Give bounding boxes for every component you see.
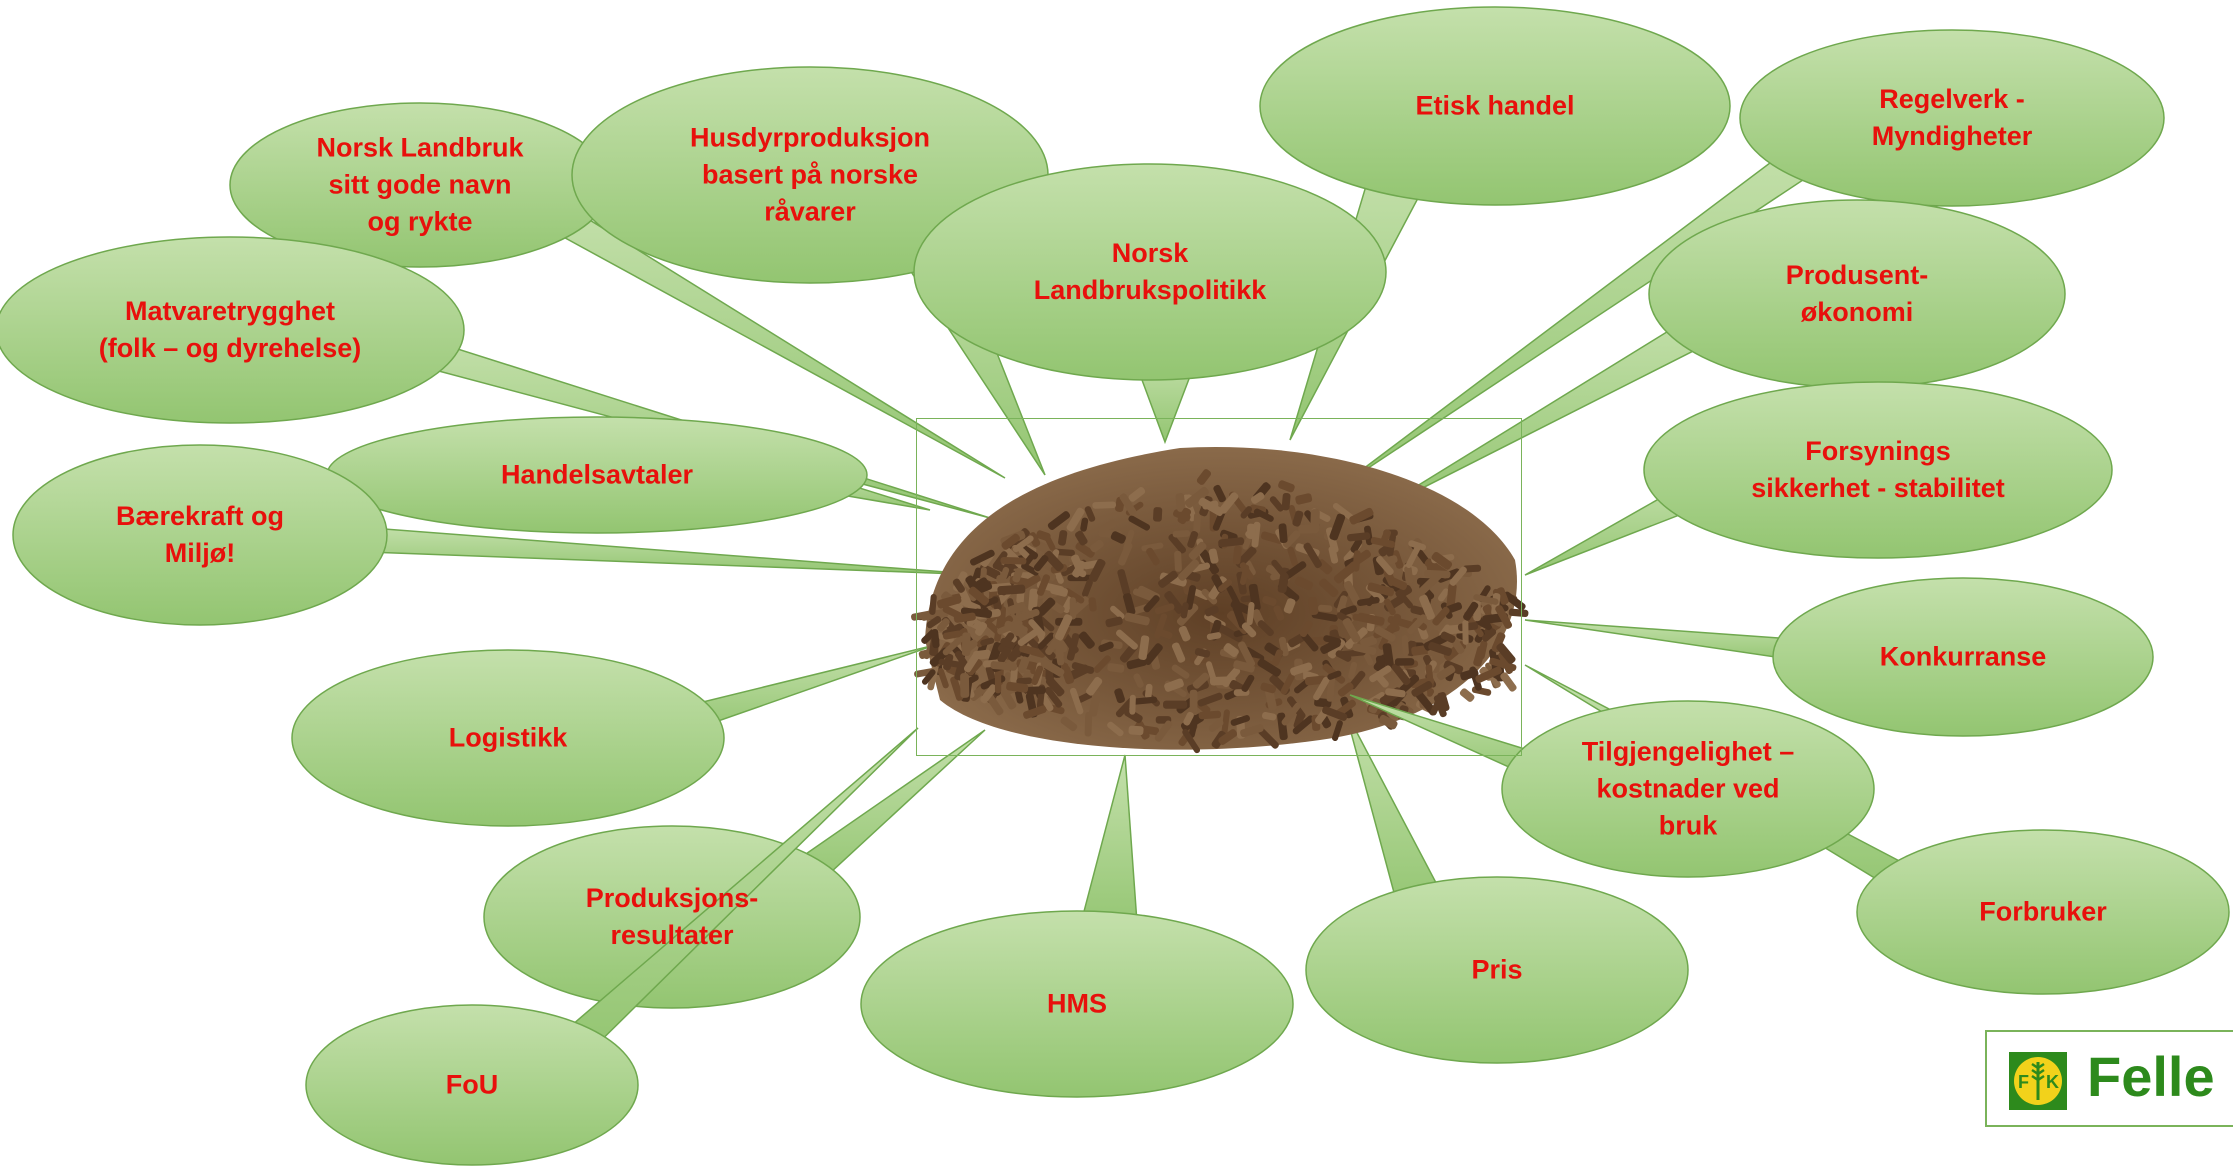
label-logistikk: Logistikk xyxy=(449,720,568,757)
label-fou: FoU xyxy=(446,1067,498,1104)
label-baerekraft: Bærekraft og Miljø! xyxy=(116,498,284,572)
label-norsk-landbrukspolitikk: Norsk Landbrukspolitikk xyxy=(1034,235,1267,309)
svg-text:F: F xyxy=(2018,1072,2029,1092)
label-matvaretrygghet: Matvaretrygghet (folk – og dyrehelse) xyxy=(99,293,362,367)
label-forbruker: Forbruker xyxy=(1979,894,2107,931)
label-pris: Pris xyxy=(1471,952,1522,989)
pellet-image-frame xyxy=(916,418,1522,756)
logo-text: Felle xyxy=(2087,1044,2215,1109)
label-husdyrproduksjon: Husdyrproduksjon basert på norske råvare… xyxy=(690,120,930,231)
svg-text:K: K xyxy=(2046,1072,2059,1092)
callout-tail xyxy=(342,526,985,575)
callout-tail xyxy=(1079,755,1138,936)
label-etisk-handel: Etisk handel xyxy=(1415,88,1574,125)
label-produsentokonomi: Produsent- økonomi xyxy=(1786,257,1929,331)
label-norsk-landbruk-omdomme: Norsk Landbruk sitt gode navn og rykte xyxy=(316,130,523,241)
label-tilgjengelighet: Tilgjengelighet – kostnader ved bruk xyxy=(1582,734,1795,845)
fk-wheat-logo-icon: F K xyxy=(2009,1052,2067,1110)
label-handelsavtaler: Handelsavtaler xyxy=(501,457,693,494)
callout-hms xyxy=(861,755,1293,1097)
label-regelverk: Regelverk - Myndigheter xyxy=(1872,81,2033,155)
label-forsyningssikkerhet: Forsynings sikkerhet - stabilitet xyxy=(1751,433,2005,507)
label-produksjonsresultater: Produksjons- resultater xyxy=(586,880,759,954)
label-konkurranse: Konkurranse xyxy=(1880,639,2047,676)
felleskjopet-logo: F K Felle xyxy=(1985,1030,2233,1127)
label-hms: HMS xyxy=(1047,986,1107,1023)
